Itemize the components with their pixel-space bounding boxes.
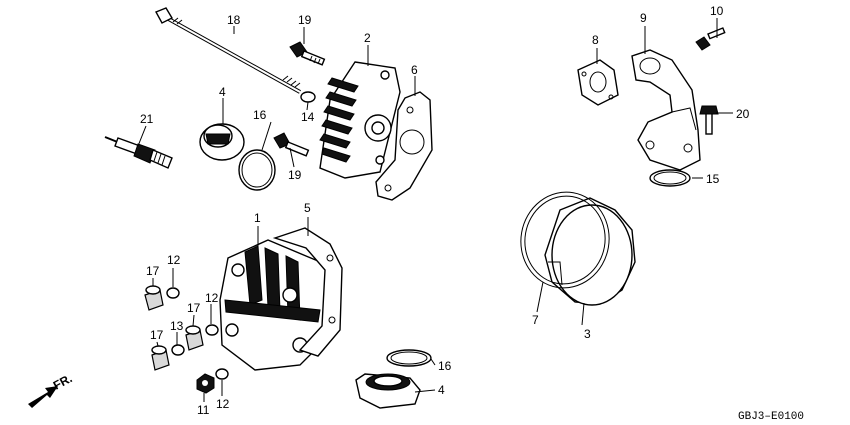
intake-gasket-drawing: [577, 59, 619, 106]
label-15: 15: [706, 172, 720, 186]
label-7: 7: [532, 313, 539, 327]
air-cleaner-gasket-drawing: [520, 191, 610, 289]
head-gasket-drawing: [375, 91, 433, 201]
label-17-c: 17: [150, 328, 164, 342]
cap-lower-drawing: [355, 373, 421, 409]
label-6: 6: [411, 63, 418, 77]
label-12-c: 12: [216, 397, 230, 411]
label-14: 14: [301, 110, 315, 124]
cap-nut-17c-drawing: [151, 345, 170, 371]
bolt-20-drawing: [699, 105, 719, 135]
label-2: 2: [364, 31, 371, 45]
stud-bolt-drawing: [155, 7, 301, 94]
washer-13-drawing: [171, 344, 185, 356]
cover-gasket-drawing: [272, 227, 343, 357]
label-18: 18: [227, 13, 241, 27]
cap-upper-drawing: [199, 123, 245, 161]
label-4-lower: 4: [438, 383, 445, 397]
washer-12b-drawing: [205, 324, 219, 336]
cylinder-head-drawing: [319, 61, 401, 179]
bolt-10-drawing: [695, 27, 726, 51]
label-17-b: 17: [187, 301, 201, 315]
nut-11-drawing: [196, 373, 215, 394]
intake-pipe-drawing: [631, 49, 701, 171]
bolt-upper-drawing: [289, 41, 326, 66]
head-cover-drawing: [219, 239, 336, 371]
label-10: 10: [710, 4, 724, 18]
o-ring-upper-drawing: [238, 149, 276, 191]
label-16-lower: 16: [438, 359, 452, 373]
washer-12a-drawing: [166, 287, 180, 299]
leader-lines: [137, 18, 733, 402]
bolt-lower-drawing: [273, 132, 310, 157]
label-19-lower: 19: [288, 168, 302, 182]
spark-plug-drawing: [104, 136, 173, 169]
label-17-a: 17: [146, 264, 160, 278]
label-20: 20: [736, 107, 750, 121]
label-8: 8: [592, 33, 599, 47]
label-1: 1: [254, 211, 261, 225]
label-4-upper: 4: [219, 85, 226, 99]
o-ring-lower-drawing: [386, 349, 432, 367]
front-arrow-icon: [28, 386, 58, 408]
washer-14-drawing: [300, 91, 316, 103]
label-5: 5: [304, 201, 311, 215]
label-13: 13: [170, 319, 184, 333]
label-11: 11: [197, 403, 210, 417]
diagram-code: GBJ3–E0100: [738, 411, 804, 423]
label-3: 3: [584, 327, 591, 341]
o-ring-15-drawing: [649, 169, 691, 187]
label-12-a: 12: [167, 253, 181, 267]
label-16-upper: 16: [253, 108, 267, 122]
label-12-b: 12: [205, 291, 219, 305]
cap-nut-17b-drawing: [185, 325, 204, 351]
part-labels: 1 2 3 4 4 5 6 7 8 9 10 11 12 12 12 13 14…: [51, 4, 804, 423]
washer-12c-drawing: [215, 368, 229, 380]
label-19-upper: 19: [298, 13, 312, 27]
label-21: 21: [140, 112, 154, 126]
cap-nut-17a-drawing: [144, 285, 164, 311]
label-9: 9: [640, 11, 647, 25]
air-cleaner-cover-drawing: [544, 197, 636, 306]
